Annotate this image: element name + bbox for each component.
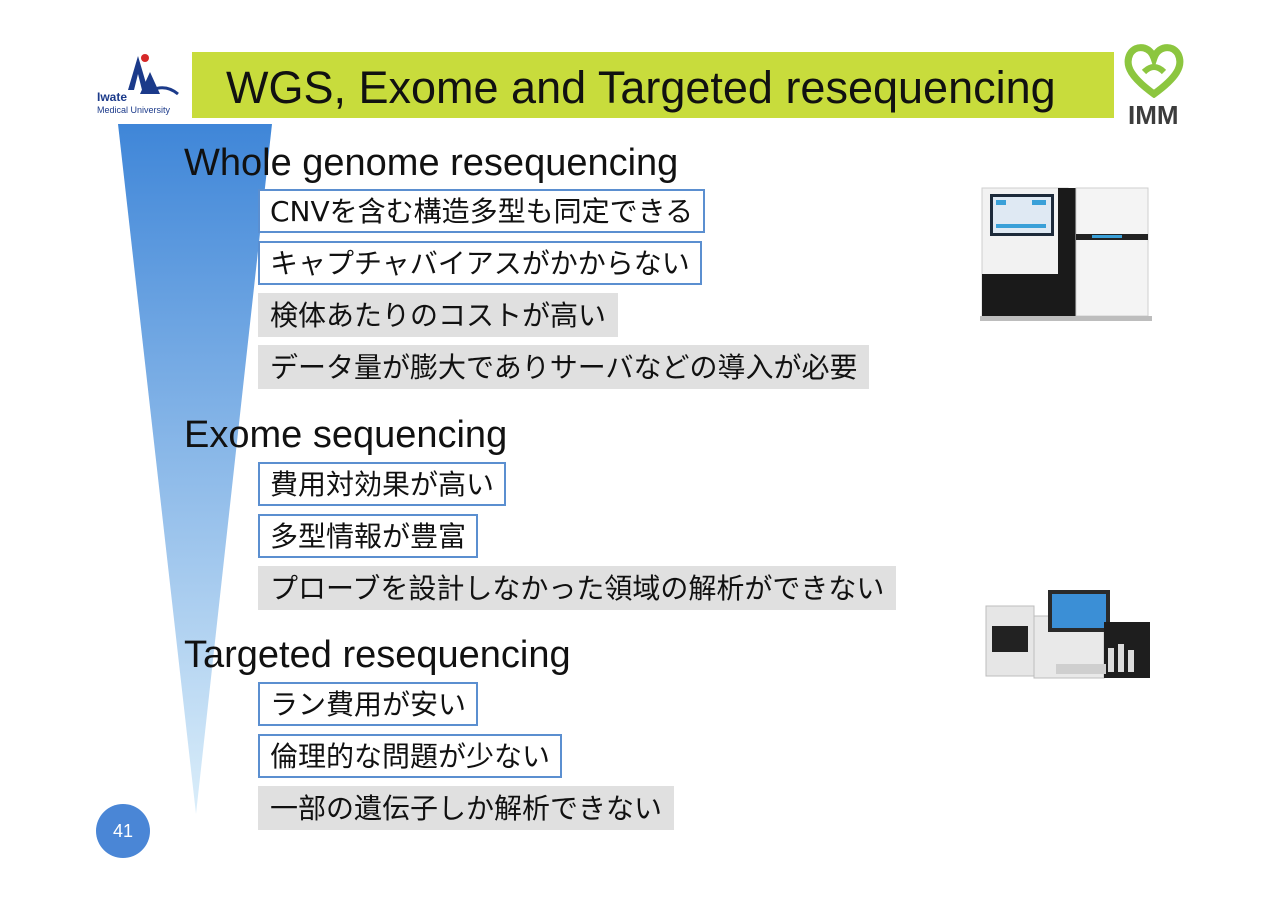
- large-sequencer-image: [980, 187, 1152, 321]
- slide-title: WGS, Exome and Targeted resequencing: [226, 62, 1056, 113]
- targeted-item-1: ラン費用が安い: [258, 682, 479, 726]
- exome-item-3: プローブを設計しなかった領域の解析ができない: [258, 566, 897, 610]
- targeted-item-2: 倫理的な問題が少ない: [258, 734, 563, 778]
- wgs-item-2: キャプチャバイアスがかからない: [258, 241, 702, 285]
- wgs-item-3: 検体あたりのコストが高い: [258, 293, 619, 337]
- iwate-medical-university-logo: [128, 54, 179, 96]
- title-bar: [192, 52, 1114, 118]
- green-heart-logo: [1124, 44, 1184, 98]
- wgs-item-4: データ量が膨大でありサーバなどの導入が必要: [258, 345, 870, 389]
- section-heading-exome: Exome sequencing: [184, 414, 508, 456]
- exome-item-1: 費用対効果が高い: [258, 462, 507, 506]
- university-name-line1: Iwate: [97, 90, 128, 104]
- page-number-badge: 41: [96, 804, 150, 858]
- section-heading-wgs: Whole genome resequencing: [184, 142, 679, 184]
- section-heading-targeted: Targeted resequencing: [184, 634, 571, 676]
- exome-item-2: 多型情報が豊富: [258, 514, 479, 558]
- gradient-wedge: [118, 124, 272, 814]
- targeted-item-3: 一部の遺伝子しか解析できない: [258, 786, 675, 830]
- imm-logo-text: IMM: [1128, 100, 1179, 130]
- wgs-item-1: CNVを含む構造多型も同定できる: [258, 189, 706, 233]
- benchtop-sequencer-image: [985, 590, 1150, 679]
- university-name-line2: Medical University: [97, 105, 171, 115]
